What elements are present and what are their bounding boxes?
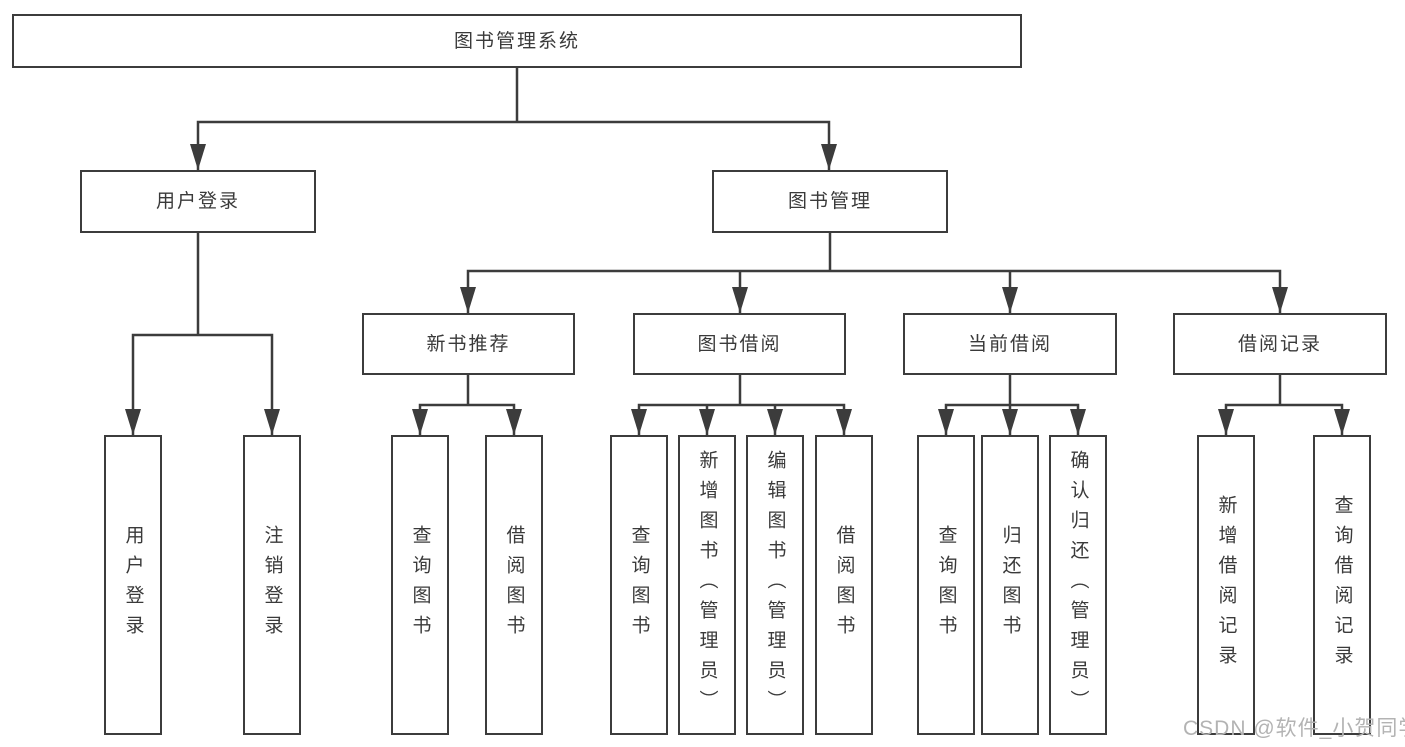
node-label: 新增借阅记录 <box>1215 495 1237 675</box>
node-label: 新书推荐 <box>426 333 511 355</box>
node-label: 确认归还（管理员） <box>1067 450 1089 720</box>
node-label: 借阅记录 <box>1237 333 1322 355</box>
leaf-edit-books-admin: 编辑图书（管理员） <box>746 435 804 735</box>
node-borrowing-records: 借阅记录 <box>1173 313 1387 375</box>
node-label: 借阅图书 <box>833 525 855 645</box>
node-label: 查询借阅记录 <box>1331 495 1353 675</box>
leaf-borrow-books: 借阅图书 <box>815 435 873 735</box>
leaf-add-borrow-record: 新增借阅记录 <box>1197 435 1255 735</box>
node-label: 图书借阅 <box>697 333 782 355</box>
leaf-query-books-current: 查询图书 <box>917 435 975 735</box>
leaf-confirm-return-admin: 确认归还（管理员） <box>1049 435 1107 735</box>
node-label: 当前借阅 <box>967 333 1052 355</box>
node-label: 用户登录 <box>122 525 144 645</box>
node-book-borrowing: 图书借阅 <box>633 313 846 375</box>
node-label: 查询图书 <box>935 525 957 645</box>
node-label: 图书管理系统 <box>453 30 580 52</box>
node-label: 查询图书 <box>409 525 431 645</box>
csdn-watermark: CSDN @软件_小贺同学 <box>1183 717 1405 740</box>
leaf-return-books: 归还图书 <box>981 435 1039 735</box>
leaf-query-borrow-record: 查询借阅记录 <box>1313 435 1371 735</box>
node-label: 借阅图书 <box>503 525 525 645</box>
leaf-borrow-books-recommendation: 借阅图书 <box>485 435 543 735</box>
node-user-login: 用户登录 <box>80 170 316 233</box>
leaf-query-books-recommendation: 查询图书 <box>391 435 449 735</box>
leaf-user-login: 用户登录 <box>104 435 162 735</box>
node-current-borrowing: 当前借阅 <box>903 313 1117 375</box>
node-label: 归还图书 <box>999 525 1021 645</box>
node-new-book-recommendation: 新书推荐 <box>362 313 575 375</box>
leaf-logout: 注销登录 <box>243 435 301 735</box>
node-label: 图书管理 <box>787 191 872 212</box>
node-label: 新增图书（管理员） <box>696 450 718 720</box>
node-book-management: 图书管理 <box>712 170 948 233</box>
leaf-add-books-admin: 新增图书（管理员） <box>678 435 736 735</box>
node-library-management-system: 图书管理系统 <box>12 14 1022 68</box>
node-label: 编辑图书（管理员） <box>764 450 786 720</box>
node-label: 注销登录 <box>261 525 283 645</box>
node-label: 查询图书 <box>628 525 650 645</box>
arrowhead-icons <box>125 144 1350 435</box>
leaf-query-books-borrowing: 查询图书 <box>610 435 668 735</box>
node-label: 用户登录 <box>155 191 240 212</box>
